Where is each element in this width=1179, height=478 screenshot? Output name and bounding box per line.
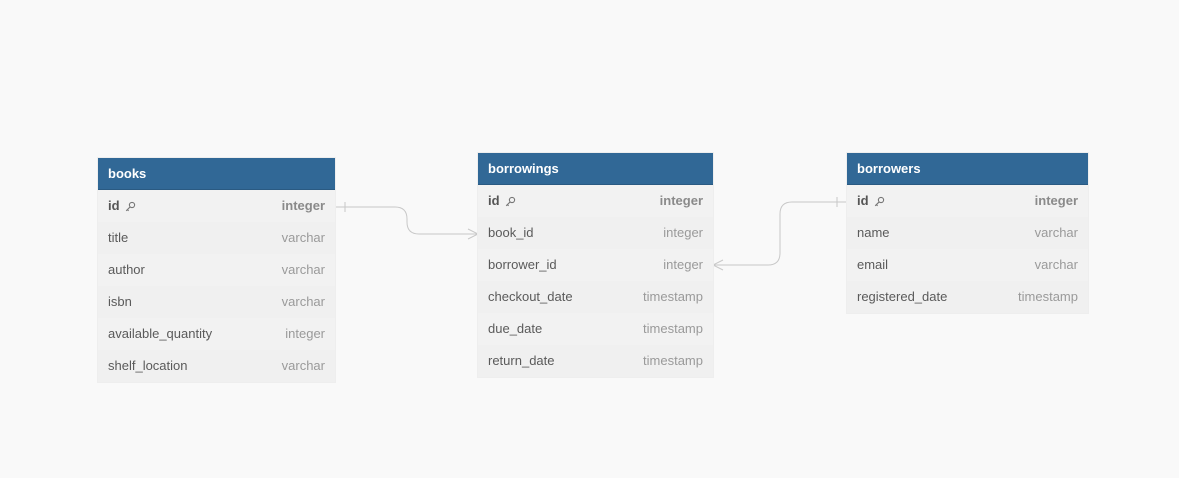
column-name: registered_date [857,281,947,313]
table-header[interactable]: borrowers [847,153,1088,185]
column-name-text: shelf_location [108,358,188,373]
column-name-text: available_quantity [108,326,213,341]
column-name: author [108,254,145,286]
column-name: checkout_date [488,281,573,313]
column-name: due_date [488,313,542,345]
column-name-text: isbn [108,294,132,309]
column-type: varchar [281,262,325,277]
column-name-text: author [108,262,145,277]
column-row[interactable]: title varchar [98,222,335,254]
many-marker [711,259,724,271]
column-row[interactable]: borrower_id integer [478,249,713,281]
column-name-text: borrower_id [488,257,557,272]
column-type: integer [663,257,703,272]
column-name: name [857,217,890,249]
column-row[interactable]: id integer [847,185,1088,217]
column-type: integer [663,225,703,240]
column-name: borrower_id [488,249,557,281]
column-name-text: checkout_date [488,289,573,304]
column-type: timestamp [1018,289,1078,304]
column-name-text: name [857,225,890,240]
column-name-text: id [108,198,120,213]
column-type: varchar [281,230,325,245]
column-name-text: book_id [488,225,534,240]
column-name: shelf_location [108,350,188,382]
column-row[interactable]: return_date timestamp [478,345,713,377]
column-row[interactable]: registered_date timestamp [847,281,1088,313]
column-type: varchar [1034,257,1078,272]
column-row[interactable]: due_date timestamp [478,313,713,345]
column-name-text: return_date [488,353,555,368]
column-name: id [857,185,885,217]
column-name-text: id [488,193,500,208]
table-borrowers[interactable]: borrowers id integer name varchar email varcha… [847,153,1088,313]
relationship-borrowings-borrowers[interactable] [713,201,847,266]
column-name: id [108,190,136,222]
primary-key-icon [125,201,136,212]
primary-key-icon [874,196,885,207]
column-type: timestamp [643,353,703,368]
column-name-text: id [857,193,869,208]
column-type: varchar [1034,225,1078,240]
relationship-books-borrowings[interactable] [335,206,478,235]
column-name-text: due_date [488,321,543,336]
column-type: integer [281,198,325,213]
column-row[interactable]: shelf_location varchar [98,350,335,382]
column-name: book_id [488,217,534,249]
column-name-text: registered_date [857,289,948,304]
column-name: id [488,185,516,217]
table-header[interactable]: borrowings [478,153,713,185]
column-type: integer [1034,193,1078,208]
column-row[interactable]: book_id integer [478,217,713,249]
column-type: varchar [281,358,325,373]
column-name: email [857,249,888,281]
column-name: title [108,222,128,254]
column-row[interactable]: available_quantity integer [98,318,335,350]
column-row[interactable]: email varchar [847,249,1088,281]
table-header[interactable]: books [98,158,335,190]
column-row[interactable]: id integer [478,185,713,217]
column-row[interactable]: checkout_date timestamp [478,281,713,313]
column-type: integer [285,326,325,341]
column-type: varchar [281,294,325,309]
column-type: integer [659,193,703,208]
column-name: isbn [108,286,132,318]
column-row[interactable]: name varchar [847,217,1088,249]
column-name: return_date [488,345,555,377]
column-type: timestamp [643,289,703,304]
column-name-text: title [108,230,129,245]
column-row[interactable]: author varchar [98,254,335,286]
column-row[interactable]: id integer [98,190,335,222]
column-name: available_quantity [108,318,212,350]
primary-key-icon [505,196,516,207]
column-type: timestamp [643,321,703,336]
column-name-text: email [857,257,889,272]
column-row[interactable]: isbn varchar [98,286,335,318]
